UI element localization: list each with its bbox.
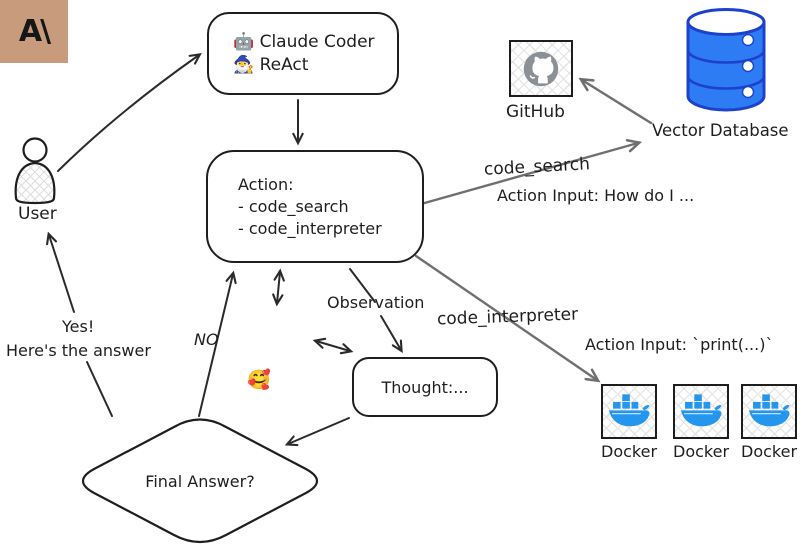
action-node: Action: - code_search - code_interpreter (206, 150, 424, 263)
action-title: Action: (238, 175, 294, 194)
docker-node-2 (673, 384, 729, 439)
github-node (509, 40, 573, 97)
docker-label-2: Docker (673, 442, 730, 461)
final-answer-label: Final Answer? (145, 471, 255, 491)
docker-node-3 (741, 384, 797, 439)
action-item-code-interpreter: - code_interpreter (238, 219, 382, 238)
arrow-thought-to-diamond (284, 417, 350, 447)
arrow-observation-seg1 (349, 268, 376, 303)
thought-node: Thought:... (352, 357, 498, 417)
arrow-action-anthropic-bidir (272, 268, 285, 307)
diamond-shape (81, 418, 319, 544)
docker-whale-icon (608, 393, 650, 426)
edge-label-yes-answer: Here's the answer (6, 341, 151, 360)
hearts-face-emoji: 🥰 (247, 369, 271, 391)
arrow-action-to-docker (414, 254, 601, 383)
vector-db-node (683, 6, 769, 114)
arrow-yes-seg2 (46, 231, 75, 313)
edge-label-code-interpreter-input: Action Input: `print(...)` (585, 335, 774, 354)
docker-label-3: Docker (741, 442, 798, 461)
vector-db-label: Vector Database (652, 121, 789, 140)
arrow-user-to-claude (57, 52, 202, 172)
docker-whale-icon (748, 393, 790, 426)
arrow-observation-seg2 (380, 315, 403, 354)
claude-coder-node: 🤖 Claude Coder 🧙‍♂️ ReAct (207, 12, 399, 95)
arrow-no-diamond-to-action (198, 270, 237, 417)
arrow-anthropic-thought-bidir (312, 337, 354, 355)
docker-label-1: Docker (601, 442, 658, 461)
action-item-code-search: - code_search (238, 197, 349, 216)
react-line: 🧙‍♂️ ReAct (233, 55, 309, 75)
anthropic-logo-icon: A\ (0, 0, 68, 63)
final-answer-node: Final Answer? (62, 408, 338, 554)
edge-label-no: NO (194, 330, 219, 349)
edge-label-yes: Yes! (62, 317, 95, 336)
edge-label-code-search-input: Action Input: How do I ... (497, 186, 695, 205)
arrow-yes-seg1 (86, 361, 113, 417)
github-octocat-icon (523, 51, 559, 86)
anthropic-glyph: A\ (18, 14, 51, 49)
database-cylinder-icon (686, 8, 766, 112)
person-figure-icon (14, 137, 56, 205)
arrow-vectordb-to-github (578, 77, 653, 125)
claude-coder-line: 🤖 Claude Coder (233, 32, 375, 52)
thought-label: Thought:... (381, 377, 469, 397)
arrow-action-to-vectordb (419, 139, 643, 206)
github-label: GitHub (506, 102, 565, 122)
docker-whale-icon (680, 393, 722, 426)
docker-node-1 (601, 384, 657, 439)
edge-label-observation: Observation (327, 293, 425, 312)
user-node (8, 136, 64, 208)
user-label: User (18, 204, 57, 224)
